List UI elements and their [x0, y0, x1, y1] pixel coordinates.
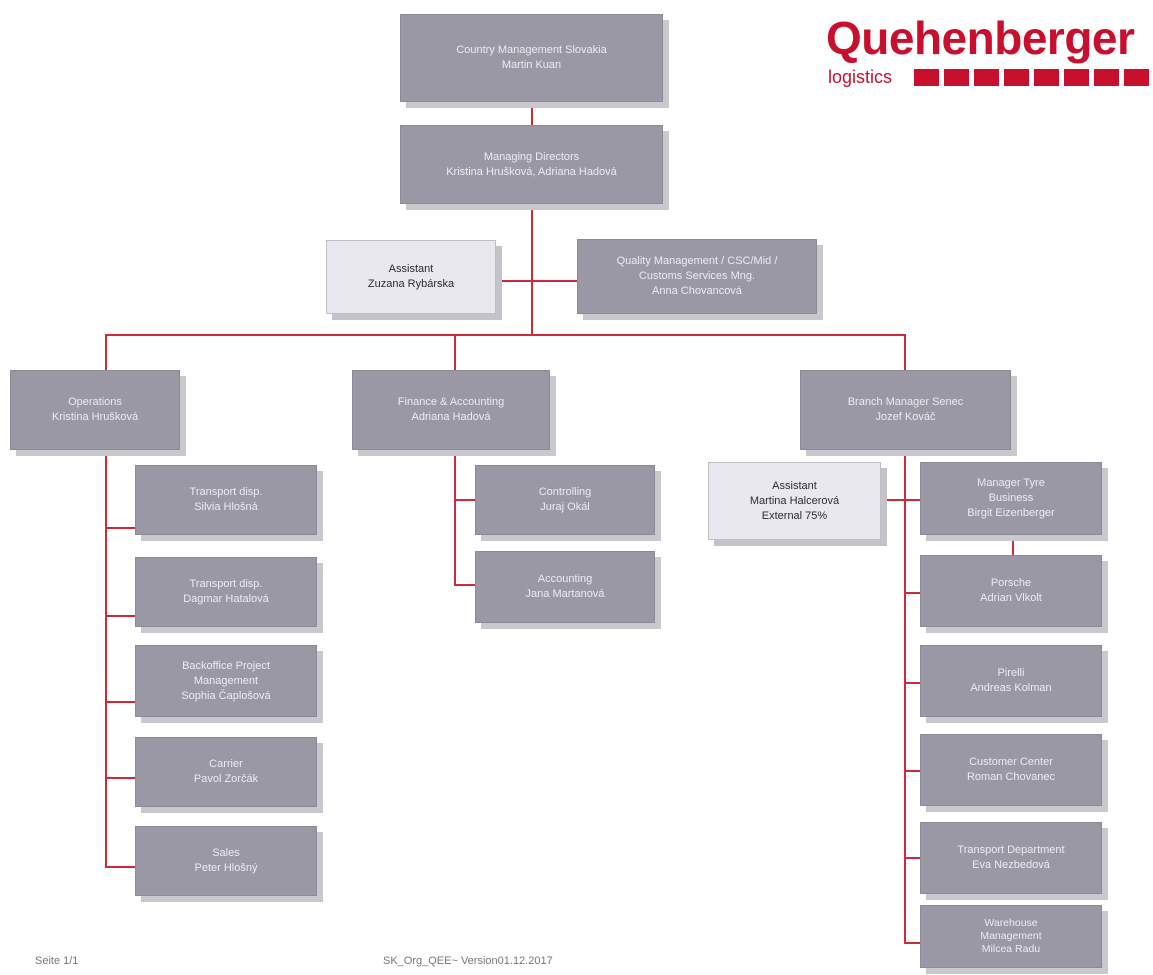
- node-carrier: Carrier Pavol Zorčák: [135, 737, 317, 807]
- node-pirelli: Pirelli Andreas Kolman: [920, 645, 1102, 717]
- node-managing-directors: Managing Directors Kristina Hrušková, Ad…: [400, 125, 663, 204]
- node-sales: Sales Peter Hlošný: [135, 826, 317, 896]
- node-country-management: Country Management Slovakia Martin Kuan: [400, 14, 663, 102]
- logo-blocks-icon: [914, 69, 1149, 86]
- node-controlling: Controlling Juraj Okál: [475, 465, 655, 535]
- node-transport-disp-2: Transport disp. Dagmar Hatalová: [135, 557, 317, 627]
- logo-wordmark: Quehenberger: [826, 12, 1135, 64]
- node-assistant-top: Assistant Zuzana Rybárska: [326, 240, 496, 314]
- node-finance-accounting: Finance & Accounting Adriana Hadová: [352, 370, 550, 450]
- node-customer-center: Customer Center Roman Chovanec: [920, 734, 1102, 806]
- node-operations: Operations Kristina Hrušková: [10, 370, 180, 450]
- node-quality-management: Quality Management / CSC/Mid / Customs S…: [577, 239, 817, 314]
- node-branch-manager: Branch Manager Senec Jozef Kováč: [800, 370, 1011, 450]
- company-logo: Quehenberger logistics: [826, 12, 1149, 102]
- node-assistant-branch: Assistant Martina Halcerová External 75%: [708, 462, 881, 540]
- footer-page-number: Seite 1/1: [35, 955, 79, 967]
- node-manager-tyre-business: Manager Tyre Business Birgit Eizenberger: [920, 462, 1102, 535]
- node-transport-department: Transport Department Eva Nezbedová: [920, 822, 1102, 894]
- node-warehouse-management: Warehouse Management Milcea Radu: [920, 905, 1102, 968]
- footer-version: SK_Org_QEE~ Version01.12.2017: [383, 955, 553, 967]
- node-backoffice-project-management: Backoffice Project Management Sophia Čap…: [135, 645, 317, 717]
- node-accounting: Accounting Jana Martanová: [475, 551, 655, 623]
- node-transport-disp-1: Transport disp. Silvia Hlošná: [135, 465, 317, 535]
- logo-tagline: logistics: [828, 67, 893, 87]
- node-porsche: Porsche Adrian Vlkolt: [920, 555, 1102, 627]
